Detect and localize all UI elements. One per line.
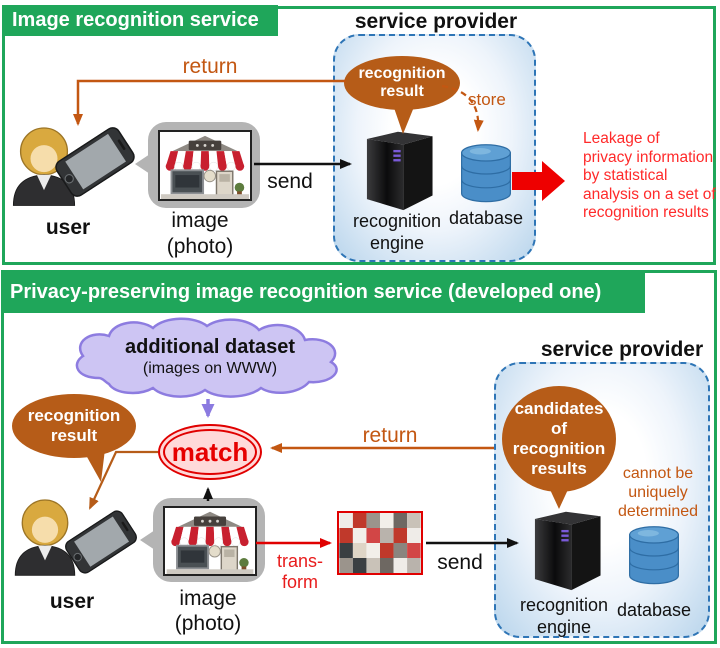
user-label: user <box>45 216 91 239</box>
send-label: send <box>267 170 313 193</box>
database-icon <box>460 140 512 208</box>
database-label: database <box>616 600 692 620</box>
cloud-title: additional dataset <box>124 336 296 358</box>
panel2-title: Privacy-preserving image recognition ser… <box>10 281 602 303</box>
phone-icon <box>52 124 139 201</box>
candidates-bubble: candidates of recognition results <box>502 386 616 492</box>
return-label: return <box>362 424 418 447</box>
cloud-subtitle: (images on WWW) <box>142 360 278 377</box>
transformed-image <box>337 511 423 575</box>
image-label: image (photo) <box>174 587 242 635</box>
image-label: image (photo) <box>166 209 234 258</box>
cannot-note: cannot be uniquely determined <box>617 465 699 520</box>
match-node: match <box>158 424 262 480</box>
panel1-title-bar: Image recognition service <box>2 5 278 36</box>
server-icon <box>356 124 438 216</box>
user-icon <box>10 490 80 580</box>
panel2-frame <box>1 270 717 644</box>
bubble-tail <box>135 154 150 174</box>
match-label: match <box>171 436 249 467</box>
engine-label: recognition engine <box>519 595 609 637</box>
bubble-tail <box>140 530 155 550</box>
server-icon <box>524 504 606 596</box>
phone-icon <box>62 508 140 577</box>
user-icon <box>8 118 80 210</box>
database-icon <box>628 522 680 590</box>
return-label: return <box>182 55 238 78</box>
transform-label: trans- form <box>276 551 323 592</box>
cloud-icon <box>68 316 350 400</box>
panel2-title-bar: Privacy-preserving image recognition ser… <box>1 272 645 313</box>
recognition-result-bubble: recognition result <box>344 56 460 110</box>
provider-title: service provider <box>354 10 518 33</box>
user-label: user <box>49 590 95 613</box>
engine-label: recognition engine <box>352 211 442 253</box>
provider-title: service provider <box>540 338 704 361</box>
panel1-frame <box>2 6 716 265</box>
send-label: send <box>437 551 483 574</box>
recognition-result-bubble: recognition result <box>12 394 136 458</box>
leakage-note: Leakage of privacy information by statis… <box>583 130 716 221</box>
image-photo <box>158 130 252 201</box>
panel1-title: Image recognition service <box>12 9 259 31</box>
database-label: database <box>448 208 524 228</box>
image-photo <box>163 506 257 576</box>
store-label: store <box>468 90 506 109</box>
